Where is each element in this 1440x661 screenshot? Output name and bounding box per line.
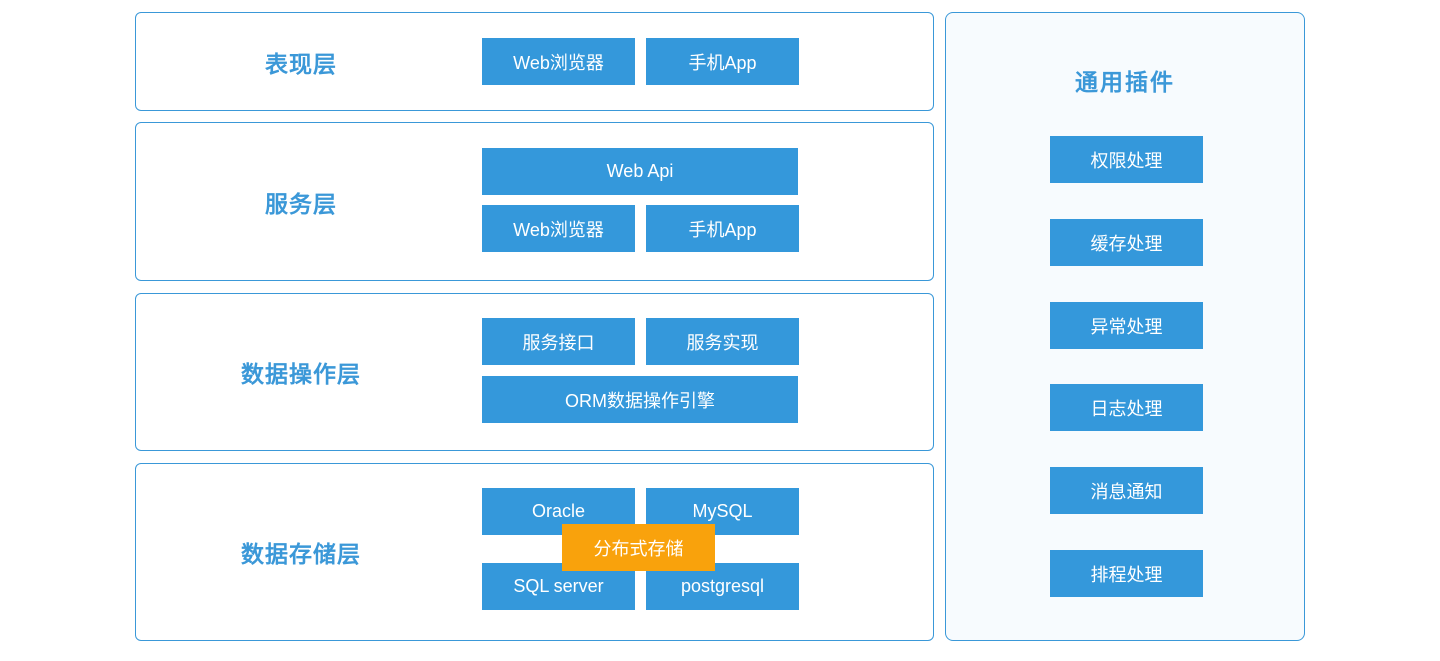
layer-data-storage-title: 数据存储层 xyxy=(241,541,361,567)
node-postgresql: postgresql xyxy=(646,563,799,610)
layer-service: 服务层 Web Api Web浏览器 手机App xyxy=(135,122,934,281)
layer-data-operation: 数据操作层 服务接口 服务实现 ORM数据操作引擎 xyxy=(135,293,934,451)
node-web-api: Web Api xyxy=(482,148,798,195)
node-mobile-app: 手机App xyxy=(646,205,799,252)
plugin-permission-handling: 权限处理 xyxy=(1050,136,1203,183)
common-plugins-panel: 通用插件 权限处理 缓存处理 异常处理 日志处理 消息通知 排程处理 xyxy=(945,12,1305,641)
plugin-cache-handling: 缓存处理 xyxy=(1050,219,1203,266)
common-plugins-title: 通用插件 xyxy=(1075,69,1175,95)
layer-service-title: 服务层 xyxy=(265,190,337,217)
node-oracle: Oracle xyxy=(482,488,635,535)
plugin-log-handling: 日志处理 xyxy=(1050,384,1203,431)
node-distributed-storage-overlay: 分布式存储 xyxy=(562,524,715,571)
node-orm-engine: ORM数据操作引擎 xyxy=(482,376,798,423)
plugin-exception-handling: 异常处理 xyxy=(1050,302,1203,349)
plugin-schedule-handling: 排程处理 xyxy=(1050,550,1203,597)
layer-data-operation-title: 数据操作层 xyxy=(241,361,361,387)
layer-presentation-title: 表现层 xyxy=(265,50,337,77)
node-sql-server: SQL server xyxy=(482,563,635,610)
node-mobile-app: 手机App xyxy=(646,38,799,85)
node-service-implementation: 服务实现 xyxy=(646,318,799,365)
layer-data-storage: 数据存储层 Oracle MySQL SQL server postgresql… xyxy=(135,463,934,641)
plugin-message-notification: 消息通知 xyxy=(1050,467,1203,514)
node-web-browser: Web浏览器 xyxy=(482,38,635,85)
node-service-interface: 服务接口 xyxy=(482,318,635,365)
layer-presentation: 表现层 Web浏览器 手机App xyxy=(135,12,934,111)
node-web-browser: Web浏览器 xyxy=(482,205,635,252)
